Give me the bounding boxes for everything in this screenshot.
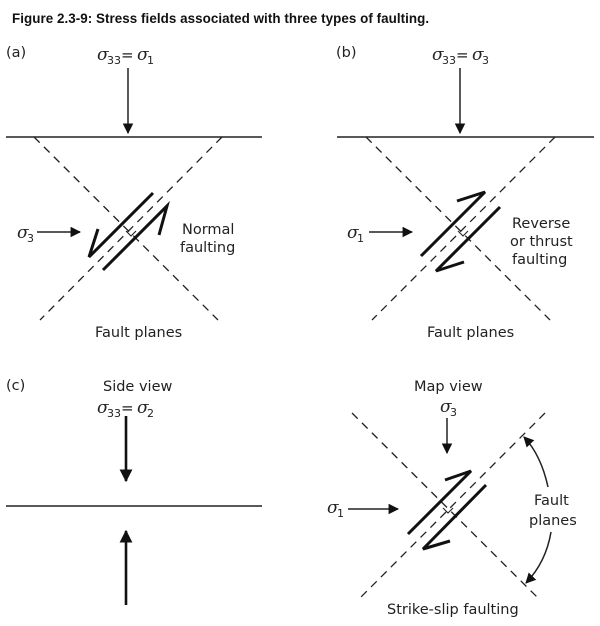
vertical-stress-label: σ 3 [440, 397, 457, 419]
right-angle-mark [442, 507, 454, 514]
vertical-stress-label: σ 33 = σ 3 [432, 45, 489, 67]
angle-arrow-upper [523, 436, 549, 488]
fault-type-label: Reverse [512, 216, 570, 232]
svg-text:3: 3 [27, 232, 34, 245]
slip-arrow-down [434, 205, 502, 273]
vertical-stress-label: σ 33 = σ 1 [97, 45, 154, 67]
svg-text:σ: σ [327, 498, 339, 518]
panel-a-label: (a) [6, 45, 26, 61]
fault-planes-label: Fault [534, 493, 569, 509]
svg-text:σ: σ [137, 398, 149, 418]
map-view-title: Map view [414, 379, 483, 395]
right-angle-mark [457, 230, 469, 237]
svg-text:3: 3 [450, 406, 457, 419]
fault-type-label: faulting [180, 240, 235, 256]
figure-title: Figure 2.3-9: Stress fields associated w… [12, 11, 430, 26]
fault-plane-line [351, 412, 539, 599]
svg-text:33: 33 [107, 54, 121, 67]
svg-text:σ: σ [137, 45, 149, 65]
svg-text:=: = [121, 46, 134, 64]
slip-arrow-up [406, 469, 473, 536]
fault-plane-line [33, 136, 219, 321]
svg-text:1: 1 [357, 232, 364, 245]
svg-text:2: 2 [147, 407, 154, 420]
fault-type-label: Strike-slip faulting [387, 602, 519, 618]
fault-planes-label: planes [529, 513, 577, 529]
svg-text:=: = [456, 46, 469, 64]
fault-type-label: faulting [512, 252, 567, 268]
panel-c-label: (c) [6, 378, 25, 394]
svg-text:σ: σ [432, 45, 444, 65]
svg-text:3: 3 [482, 54, 489, 67]
svg-text:σ: σ [97, 45, 109, 65]
angle-arrow-lower [525, 531, 552, 584]
svg-text:1: 1 [337, 507, 344, 520]
panel-b-label: (b) [336, 45, 357, 61]
fault-plane-line [39, 136, 223, 321]
fault-plane-line [357, 412, 546, 601]
svg-text:σ: σ [17, 223, 29, 243]
svg-text:=: = [121, 399, 134, 417]
fault-planes-label: Fault planes [95, 325, 182, 341]
vertical-stress-label: σ 33 = σ 2 [97, 398, 154, 420]
svg-text:σ: σ [347, 223, 359, 243]
fault-planes-label: Fault planes [427, 325, 514, 341]
svg-text:33: 33 [442, 54, 456, 67]
svg-text:σ: σ [97, 398, 109, 418]
fault-type-label: Normal [182, 222, 234, 238]
slip-arrow-down [87, 191, 155, 259]
horizontal-stress-label: σ 1 [327, 498, 344, 520]
horizontal-stress-label: σ 3 [17, 223, 34, 245]
panel-c-side-view: (c) Side view σ 33 = σ 2 [6, 378, 262, 605]
side-view-title: Side view [103, 379, 172, 395]
panel-b: (b) σ 33 = σ 3 σ 1 Reverse or thrust fau… [336, 45, 594, 341]
panel-c-map-view: Map view σ 3 σ 1 Fault planes Strike-sli… [327, 379, 577, 618]
slip-arrow-down [421, 483, 488, 551]
slip-arrow-up [101, 200, 170, 272]
svg-text:σ: σ [472, 45, 484, 65]
fault-plane-line [371, 136, 556, 321]
slip-arrow-up [419, 190, 487, 258]
svg-text:σ: σ [440, 397, 452, 417]
svg-text:33: 33 [107, 407, 121, 420]
fault-plane-line [365, 136, 551, 321]
panel-a: (a) σ 33 = σ 1 σ 3 Normal faulting Fault… [6, 45, 262, 341]
fault-type-label: or thrust [510, 234, 573, 250]
svg-text:1: 1 [147, 54, 154, 67]
right-angle-mark [125, 230, 137, 237]
horizontal-stress-label: σ 1 [347, 223, 364, 245]
